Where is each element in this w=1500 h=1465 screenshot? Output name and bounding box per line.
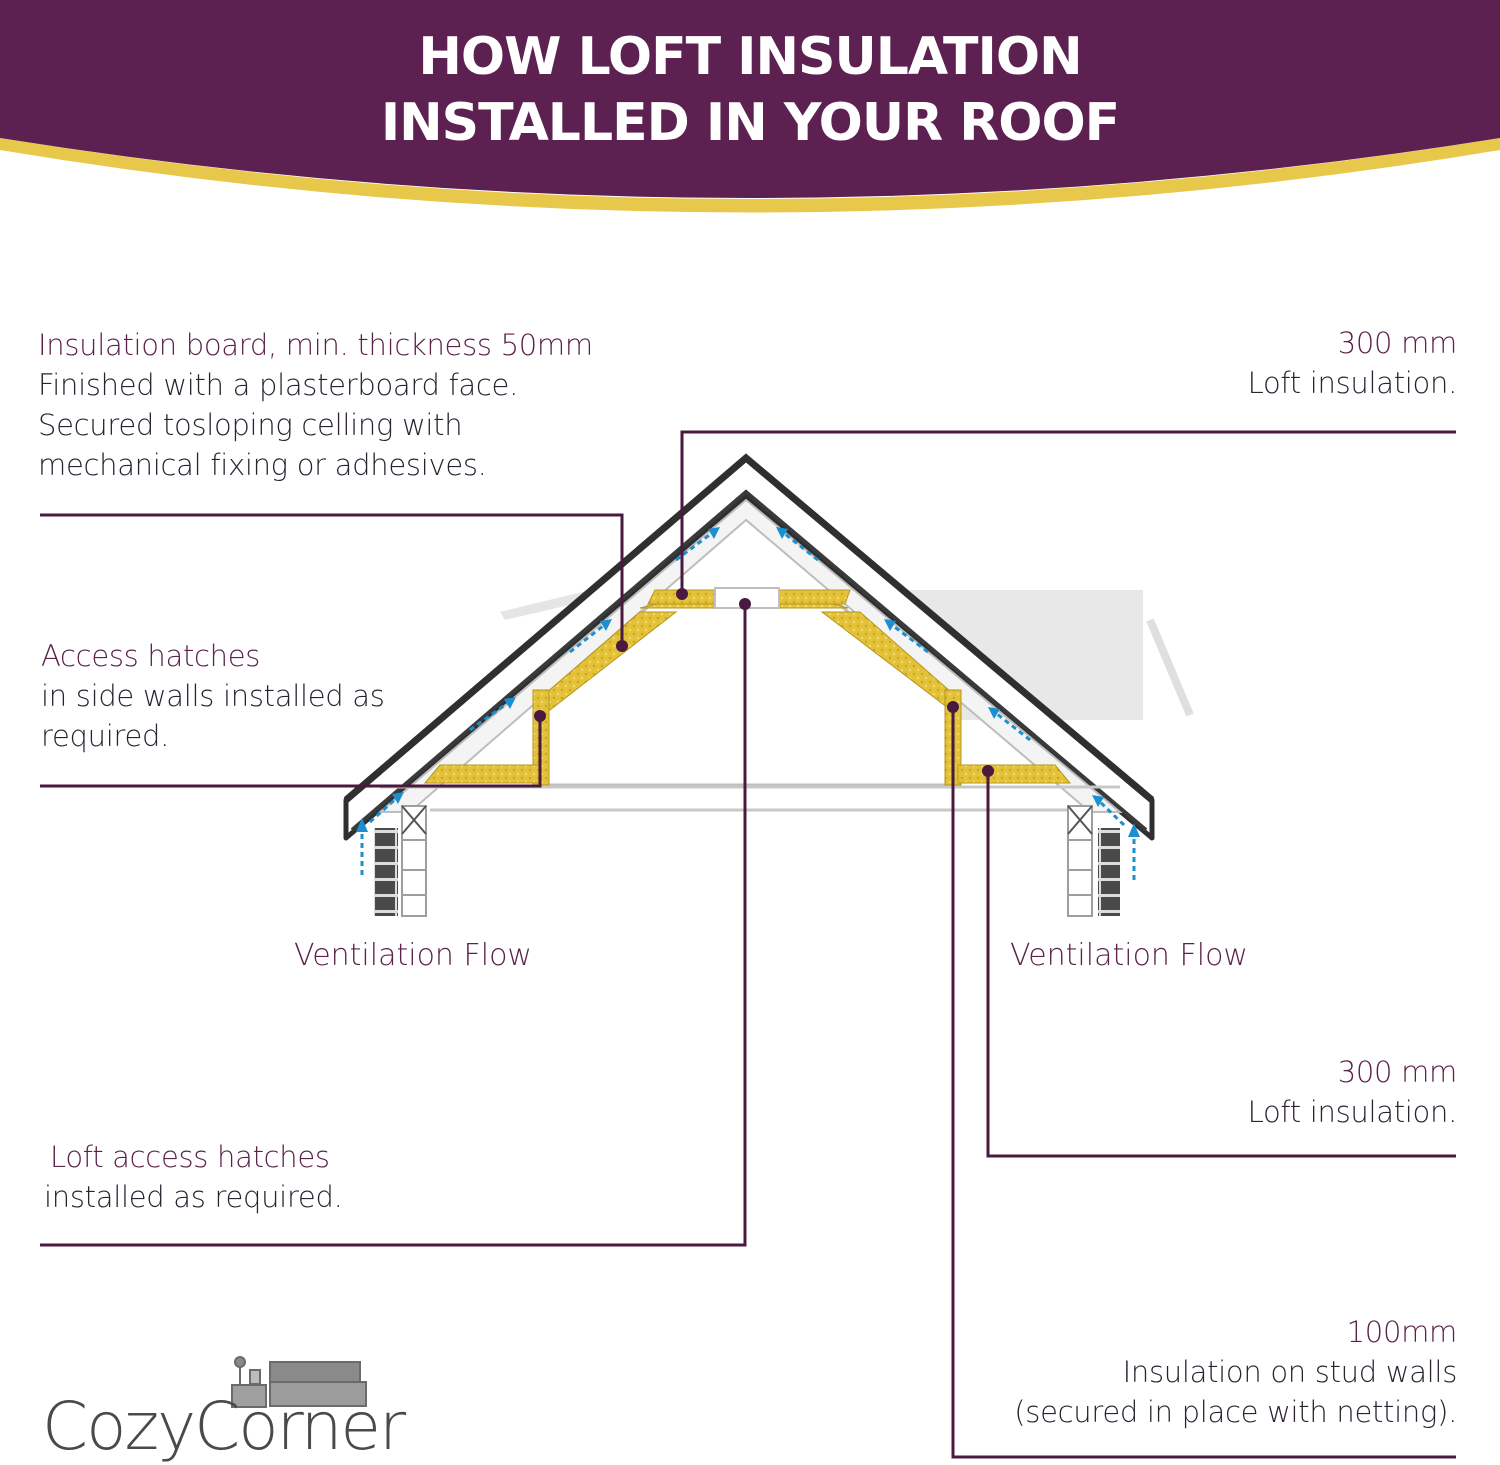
callout-stud-walls-heading: 100mm — [1346, 1315, 1458, 1349]
callout-loft-insulation-top: 300 mm Loft insulation. — [1247, 323, 1458, 403]
leader-access-hatches — [40, 716, 542, 788]
callout-insulation-board-line: Secured tosloping celling with — [38, 408, 463, 442]
callout-loft-insulation-mid: 300 mm Loft insulation. — [1247, 1052, 1458, 1132]
leader-loft-access-hatches — [40, 604, 747, 1247]
callout-loft-insulation-mid-heading: 300 mm — [1337, 1055, 1458, 1089]
ventilation-flow-right-label: Ventilation Flow — [1010, 938, 1248, 973]
callout-access-hatches-line: required. — [41, 719, 170, 753]
callout-loft-insulation-top-heading: 300 mm — [1337, 326, 1458, 360]
vent-arrow-left-diag1 — [368, 793, 402, 824]
vent-arrow-right-diag2 — [991, 708, 1031, 742]
callout-insulation-board: Insulation board, min. thickness 50mm Fi… — [38, 325, 593, 485]
ventilation-arrowheads — [356, 527, 1140, 837]
ventilation-flow-left-label: Ventilation Flow — [294, 938, 532, 973]
callout-insulation-board-line: Finished with a plasterboard face. — [38, 368, 518, 402]
callout-stud-walls-line: (secured in place with netting). — [1014, 1395, 1457, 1429]
callout-loft-access-hatches-heading: Loft access hatches — [50, 1140, 330, 1174]
callout-stud-walls-line: Insulation on stud walls — [1122, 1355, 1458, 1389]
header-background — [0, 0, 1500, 198]
brand-logo-text: CozyCorner — [42, 1388, 406, 1465]
callout-insulation-board-heading: Insulation board, min. thickness 50mm — [38, 328, 593, 362]
logo-bed-icon — [231, 1356, 367, 1408]
rafter-void — [377, 498, 1123, 813]
callout-stud-walls: 100mm Insulation on stud walls (secured … — [1014, 1312, 1457, 1432]
vent-arrow-left-diag3 — [569, 620, 609, 654]
callout-loft-insulation-mid-line: Loft insulation. — [1247, 1095, 1458, 1129]
leader-stud-walls — [951, 707, 1456, 1459]
page-title-line1: HOW LOFT INSULATION — [418, 27, 1082, 87]
callout-access-hatches-heading: Access hatches — [41, 639, 261, 673]
insulation-layers — [423, 589, 1072, 786]
ceiling-joists — [380, 785, 1120, 812]
leader-dots — [534, 588, 994, 777]
page-title-line2: INSTALLED IN YOUR ROOF — [380, 93, 1120, 153]
left-wall — [374, 805, 427, 917]
ventilation-arrows — [360, 528, 1136, 880]
callout-loft-access-hatches: Loft access hatches installed as require… — [44, 1137, 343, 1217]
roof-tiles — [343, 453, 1155, 841]
callout-loft-insulation-top-line: Loft insulation. — [1247, 366, 1458, 400]
header-banner — [0, 0, 1500, 213]
callout-access-hatches: Access hatches in side walls installed a… — [41, 636, 385, 756]
right-wall — [1067, 805, 1120, 917]
leader-loft-insulation-top — [680, 430, 1456, 594]
vent-arrow-right-diag1 — [1094, 796, 1126, 827]
callout-access-hatches-line: in side walls installed as — [41, 679, 385, 713]
leader-insulation-board — [40, 513, 624, 646]
vent-arrow-right-diag4 — [779, 528, 819, 562]
callout-loft-access-hatches-line: installed as required. — [44, 1180, 343, 1214]
leader-loft-insulation-mid — [986, 771, 1456, 1158]
header-gold-swoosh — [0, 138, 1500, 213]
callout-insulation-board-line: mechanical fixing or adhesives. — [38, 448, 487, 482]
leader-lines — [40, 430, 1456, 1459]
